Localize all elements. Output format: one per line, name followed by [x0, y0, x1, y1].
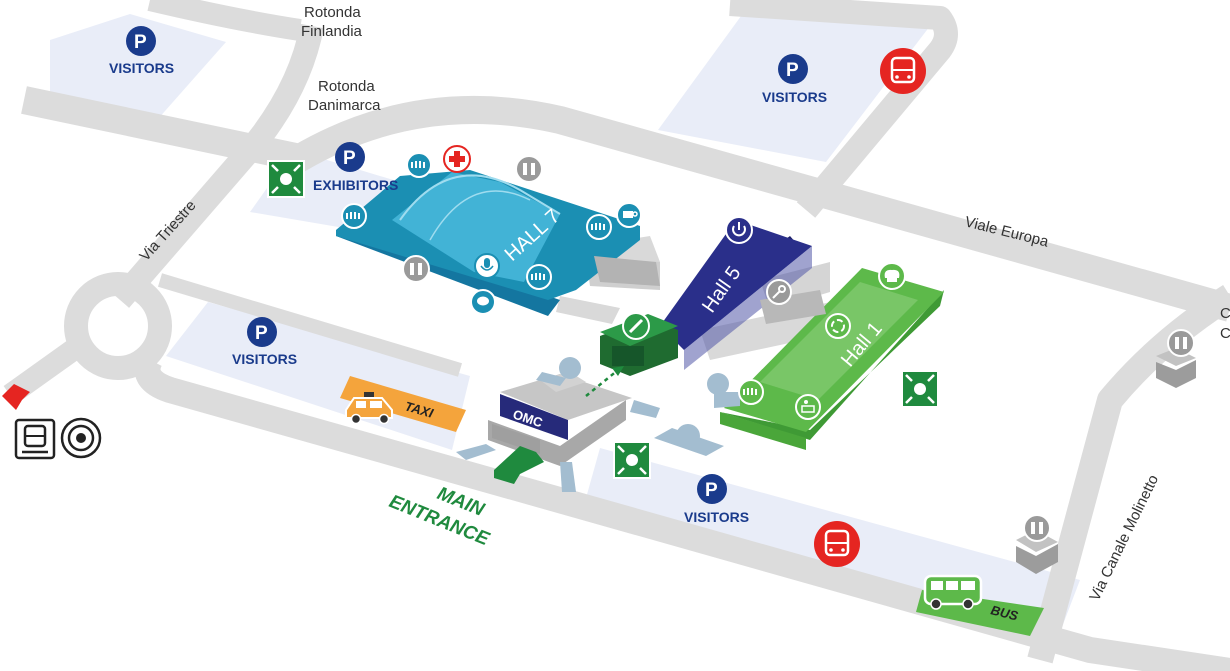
parking-letter: P [255, 323, 268, 344]
people-icon [586, 214, 612, 240]
road-west-exit [3, 336, 87, 404]
people-icon [526, 264, 552, 290]
key-icon [766, 279, 792, 305]
label-visitors-w: VISITORS [232, 351, 297, 367]
hall5[interactable]: Hall 5 [660, 220, 812, 370]
parking-icon [126, 26, 156, 56]
restroom-icon [1023, 514, 1051, 542]
road-viale-europa [21, 86, 1230, 322]
label-exhibitors: EXHIBITORS [313, 177, 398, 193]
bus-stop-icon[interactable] [814, 521, 860, 567]
bus-stand[interactable]: BUS [916, 574, 1044, 636]
assembly-point-icon [267, 160, 305, 198]
label-rotonda-danimarca-1: Rotonda [318, 78, 375, 95]
people-icon [406, 152, 432, 178]
hall1[interactable]: Hall 1 [720, 268, 944, 450]
people-icon [341, 203, 367, 229]
label-rotonda-finlandia-1: Rotonda [304, 4, 361, 21]
label-edge-1: C [1220, 305, 1230, 322]
bus-label: BUS [989, 602, 1020, 623]
road-north-ring [147, 0, 302, 41]
taxi-icon [345, 392, 393, 425]
label-visitors-nw: VISITORS [109, 60, 174, 76]
path-arrow-dashed [585, 369, 619, 397]
parking-visitors-ne[interactable]: P VISITORS [762, 54, 827, 105]
restroom-icon [1167, 329, 1195, 357]
road-south-perimeter [134, 354, 1230, 671]
lot-visitors-nw [50, 14, 226, 128]
lot-visitors-ne [658, 12, 930, 162]
assembly-point-icon [901, 370, 939, 408]
parking-icon [697, 474, 727, 504]
bus-icon [923, 574, 983, 610]
assembly-point-icon [613, 441, 651, 479]
exit-arrow-west [2, 384, 30, 410]
roads [3, 0, 1230, 671]
target-icon[interactable] [60, 417, 102, 459]
cafe-icon [616, 202, 642, 228]
restroom-icon [402, 255, 430, 283]
label-visitors-s: VISITORS [684, 509, 749, 525]
main-entrance-arrow [494, 446, 544, 484]
roundabout [64, 272, 172, 380]
parking-icon [778, 54, 808, 84]
parking-icon [247, 317, 277, 347]
people-icon [738, 379, 764, 405]
hall7[interactable]: HALL 7 [336, 170, 640, 316]
parking-exhibitors[interactable]: P EXHIBITORS [313, 142, 398, 193]
pedestrian-paths [456, 357, 740, 492]
first-aid-icon [443, 145, 471, 173]
parking-icon [335, 142, 365, 172]
chat-icon [470, 289, 496, 315]
restroom-kiosk-east [1156, 348, 1196, 388]
parking-letter: P [134, 32, 147, 53]
bus-stop-icon[interactable] [880, 48, 926, 94]
power-icon [725, 216, 753, 244]
label-visitors-ne: VISITORS [762, 89, 827, 105]
road-inner-service [157, 273, 463, 377]
recycle-icon [825, 313, 851, 339]
road-ne-loop [729, 0, 958, 218]
chef-icon [878, 262, 906, 290]
label-rotonda-danimarca-2: Danimarca [308, 97, 381, 114]
road-via-triestre [110, 23, 324, 308]
microphone-icon [474, 253, 500, 279]
parking-visitors-s[interactable]: P VISITORS [684, 474, 749, 525]
parking-visitors-nw[interactable]: P VISITORS [109, 26, 174, 76]
parking-letter: P [343, 148, 356, 169]
pen-icon [622, 312, 650, 340]
parking-letter: P [705, 480, 718, 501]
parking-visitors-w[interactable]: P VISITORS [232, 317, 297, 367]
restroom-icon [515, 155, 543, 183]
taxi-stand[interactable]: TAXI [340, 376, 466, 432]
road-via-canale-molinetto [1027, 284, 1230, 664]
info-desk-icon [795, 394, 821, 420]
parking-letter: P [786, 60, 799, 81]
train-icon[interactable] [14, 418, 56, 460]
label-rotonda-finlandia-2: Finlandia [301, 23, 363, 40]
outbuilding-1 [594, 256, 660, 286]
path-arrow-head [612, 366, 624, 376]
label-edge-2: C [1220, 325, 1230, 342]
